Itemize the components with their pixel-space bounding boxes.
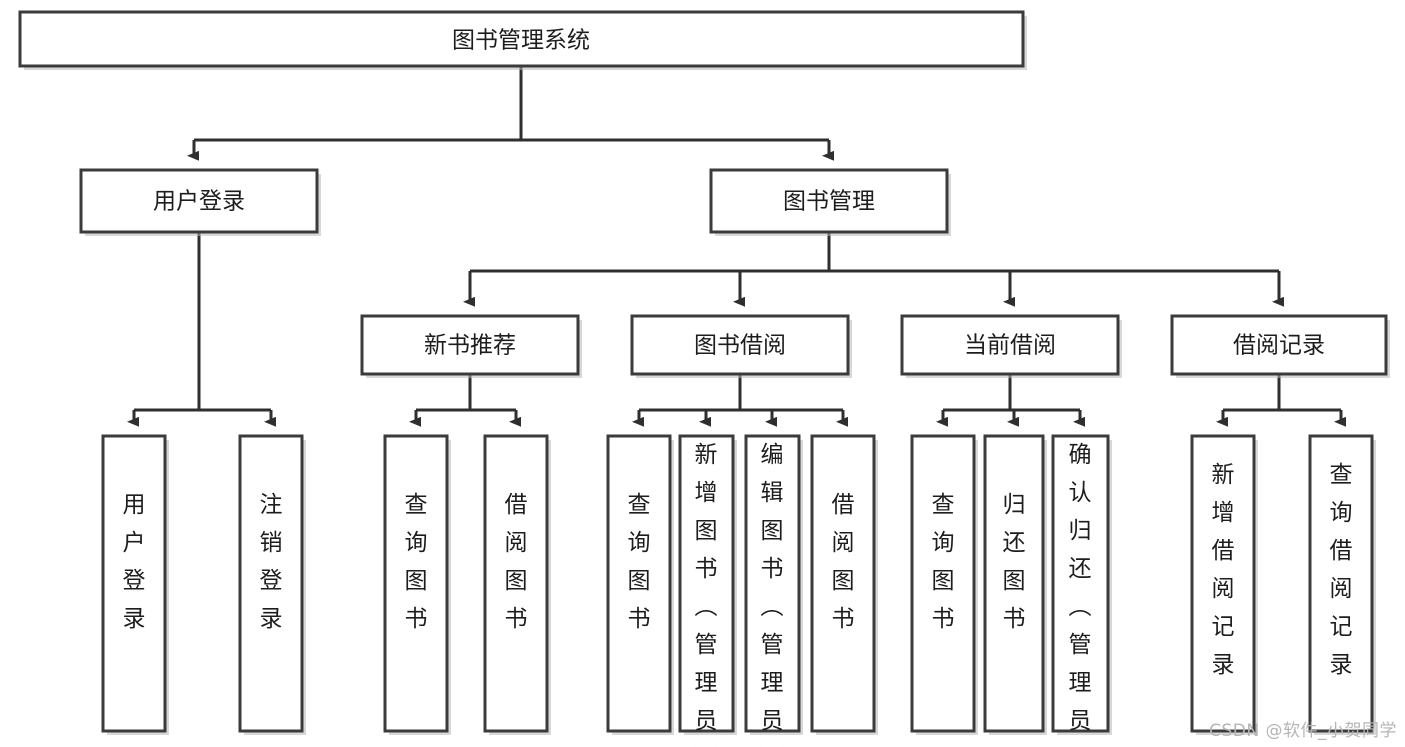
node-leaf-borrow-book-2[interactable]: 借阅图书 xyxy=(810,434,878,735)
connectors-bookborrow-to-leaves xyxy=(632,374,848,427)
connectors-userlogin-to-leaves xyxy=(127,232,276,427)
node-leaf-user-login[interactable]: 用户登录 xyxy=(101,434,169,735)
connectors-currentborrow-to-leaves xyxy=(936,374,1085,427)
node-leaf-query-book-1-label: 查询图书 xyxy=(405,492,428,632)
node-leaf-query-book-3[interactable]: 查询图书 xyxy=(910,434,978,735)
node-borrow-record-label: 借阅记录 xyxy=(1233,333,1325,359)
node-book-manage-label: 图书管理 xyxy=(783,189,875,215)
node-leaf-return-book-label: 归还图书 xyxy=(1003,492,1026,632)
node-leaf-borrow-book-1[interactable]: 借阅图书 xyxy=(483,434,551,735)
node-leaf-user-logout[interactable]: 注销登录 xyxy=(238,434,306,735)
node-book-borrow-label: 图书借阅 xyxy=(694,333,786,359)
node-leaf-query-book-2-label: 查询图书 xyxy=(628,492,651,632)
node-root-label: 图书管理系统 xyxy=(452,28,590,54)
node-leaf-query-book-1[interactable]: 查询图书 xyxy=(383,434,451,735)
connectors-borrowrecord-to-leaves xyxy=(1216,374,1346,427)
node-new-book-recommend-label: 新书推荐 xyxy=(424,333,516,359)
node-leaf-edit-book-admin[interactable]: 编辑图书︵管理员︶ xyxy=(744,434,803,747)
node-leaf-query-borrow-record[interactable]: 查询借阅记录 xyxy=(1308,434,1376,735)
node-leaf-user-login-label: 用户登录 xyxy=(123,492,146,632)
node-user-login[interactable]: 用户登录 xyxy=(79,168,321,236)
node-current-borrow[interactable]: 当前借阅 xyxy=(900,314,1122,378)
connectors-newbook-to-leaves xyxy=(409,374,521,427)
node-leaf-confirm-return-admin-label: 确认归还︵管理员︶ xyxy=(1069,442,1092,747)
node-leaf-add-borrow-record[interactable]: 新增借阅记录 xyxy=(1190,434,1258,735)
node-book-borrow[interactable]: 图书借阅 xyxy=(630,314,852,378)
node-leaf-query-borrow-record-label: 查询借阅记录 xyxy=(1330,462,1353,678)
node-borrow-record[interactable]: 借阅记录 xyxy=(1170,314,1390,378)
csdn-watermark: CSDN @软件_小贺同学 xyxy=(1209,721,1397,741)
node-current-borrow-label: 当前借阅 xyxy=(964,333,1056,359)
node-leaf-add-borrow-record-label: 新增借阅记录 xyxy=(1212,462,1235,678)
node-book-manage[interactable]: 图书管理 xyxy=(709,168,951,236)
connectors-root-to-level2 xyxy=(187,66,834,161)
node-root[interactable]: 图书管理系统 xyxy=(18,10,1027,70)
node-leaf-query-book-2[interactable]: 查询图书 xyxy=(606,434,674,735)
node-user-login-label: 用户登录 xyxy=(153,189,245,215)
node-leaf-confirm-return-admin[interactable]: 确认归还︵管理员︶ xyxy=(1051,434,1112,747)
connectors-bookmanage-to-level3 xyxy=(463,232,1284,307)
node-new-book-recommend[interactable]: 新书推荐 xyxy=(360,314,582,378)
node-leaf-query-book-3-label: 查询图书 xyxy=(932,492,955,632)
node-leaf-borrow-book-1-label: 借阅图书 xyxy=(505,492,528,632)
node-leaf-add-book-admin[interactable]: 新增图书︵管理员︶ xyxy=(678,434,737,747)
node-leaf-user-logout-label: 注销登录 xyxy=(260,492,283,632)
node-leaf-borrow-book-2-label: 借阅图书 xyxy=(832,492,855,632)
node-leaf-edit-book-admin-label: 编辑图书︵管理员︶ xyxy=(761,442,784,747)
node-leaf-return-book[interactable]: 归还图书 xyxy=(983,434,1047,735)
